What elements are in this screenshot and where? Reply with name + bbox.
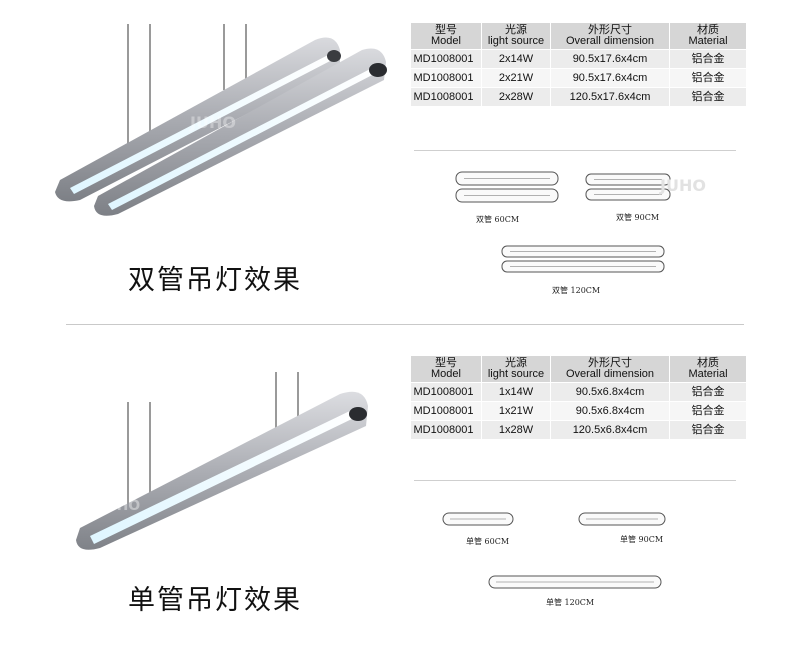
table-row: MD1008001 1x21W 90.5x6.8x4cm 铝合金 <box>410 401 747 421</box>
cell-model: MD1008001 <box>410 49 482 69</box>
double-120cm-label: 双管 120CM <box>552 286 601 295</box>
cell-model: MD1008001 <box>410 382 482 402</box>
cell-model: MD1008001 <box>410 401 482 421</box>
double-tube-pendant-lamp-image: JUHO <box>55 24 387 216</box>
cell-light-source: 1x14W <box>481 382 551 402</box>
single-120cm-label: 单管 120CM <box>546 598 595 607</box>
cell-material: 铝合金 <box>669 420 747 440</box>
lamp-watermark: JUHO <box>189 113 236 132</box>
double-60cm-diagram <box>455 171 559 203</box>
cell-light-source: 2x14W <box>481 49 551 69</box>
cell-material: 铝合金 <box>669 49 747 69</box>
double-90cm-diagram <box>585 173 671 201</box>
cell-material: 铝合金 <box>669 68 747 88</box>
cell-light-source: 1x28W <box>481 420 551 440</box>
single-tube-caption: 单管吊灯效果 <box>128 585 302 616</box>
double-90cm-label: 双管 90CM <box>616 213 660 222</box>
cell-dimension: 120.5x17.6x4cm <box>550 87 670 107</box>
cell-dimension: 90.5x6.8x4cm <box>550 382 670 402</box>
table-row: MD1008001 2x28W 120.5x17.6x4cm 铝合金 <box>410 87 747 107</box>
single-60cm-label: 单管 60CM <box>466 537 510 546</box>
cell-material: 铝合金 <box>669 87 747 107</box>
section-rule <box>414 150 736 151</box>
section-rule <box>414 480 736 481</box>
section-divider <box>66 324 744 325</box>
cell-material: 铝合金 <box>669 382 747 402</box>
cell-material: 铝合金 <box>669 401 747 421</box>
double-120cm-diagram <box>501 245 665 273</box>
cell-dimension: 90.5x17.6x4cm <box>550 49 670 69</box>
cell-model: MD1008001 <box>410 68 482 88</box>
single-60cm-diagram <box>442 512 514 526</box>
table-row: MD1008001 1x14W 90.5x6.8x4cm 铝合金 <box>410 382 747 402</box>
table-row: MD1008001 2x14W 90.5x17.6x4cm 铝合金 <box>410 49 747 69</box>
cell-dimension: 90.5x6.8x4cm <box>550 401 670 421</box>
double-tube-caption: 双管吊灯效果 <box>128 265 302 296</box>
table-row: MD1008001 1x28W 120.5x6.8x4cm 铝合金 <box>410 420 747 440</box>
single-90cm-label: 单管 90CM <box>620 535 664 544</box>
cell-light-source: 2x21W <box>481 68 551 88</box>
single-90cm-diagram <box>578 512 666 526</box>
cell-dimension: 90.5x17.6x4cm <box>550 68 670 88</box>
cell-model: MD1008001 <box>410 420 482 440</box>
single-120cm-diagram <box>488 575 662 589</box>
cell-light-source: 2x28W <box>481 87 551 107</box>
double-60cm-label: 双管 60CM <box>476 215 520 224</box>
cell-model: MD1008001 <box>410 87 482 107</box>
single-tube-pendant-lamp-image: JUHO <box>76 372 368 550</box>
lamp-watermark: JUHO <box>99 498 140 514</box>
table-row: MD1008001 2x21W 90.5x17.6x4cm 铝合金 <box>410 68 747 88</box>
cell-light-source: 1x21W <box>481 401 551 421</box>
cell-dimension: 120.5x6.8x4cm <box>550 420 670 440</box>
diagram-watermark: JUHO <box>660 176 706 195</box>
